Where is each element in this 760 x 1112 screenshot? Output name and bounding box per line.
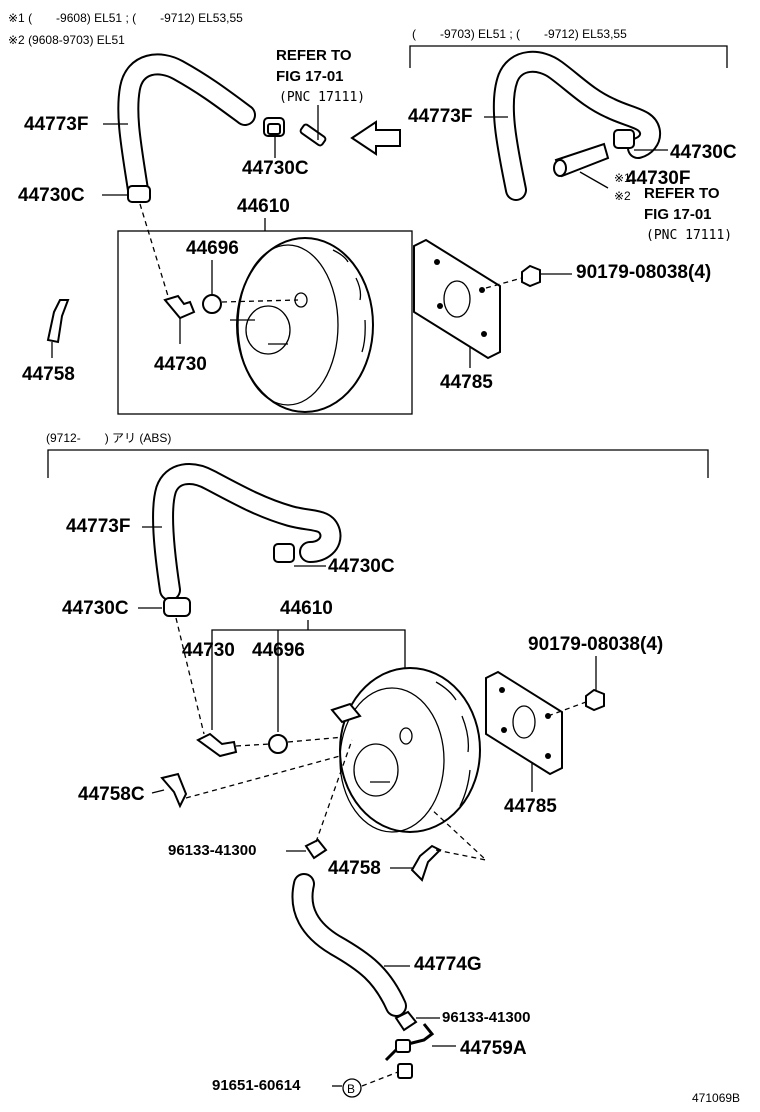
label-44730c-top: 44730C <box>242 158 309 179</box>
note-2: ※2 (9608-9703) EL51 <box>8 33 125 47</box>
check-valve-44730-top <box>163 294 196 320</box>
dashed-line-bracket-44758 <box>429 807 489 862</box>
arrow-left-icon <box>350 120 401 156</box>
label-90179-bottom: 90179-08038(4) <box>528 634 663 655</box>
label-44758-top: 44758 <box>22 364 75 385</box>
pipe-44759a <box>384 1023 435 1079</box>
label-44696-top: 44696 <box>186 238 239 259</box>
joint-44730f <box>553 142 610 178</box>
label-44730c-bottom-left: 44730C <box>62 598 129 619</box>
plate-44785-bottom <box>485 670 563 776</box>
variant-bracket-top <box>409 45 728 68</box>
refer-line2-top: FIG 17-01 <box>276 68 344 85</box>
check-valve-44730-bottom <box>196 732 238 758</box>
dashed-line-bracket-44758c <box>185 755 341 799</box>
clamp-44730c-right <box>613 129 635 149</box>
nut-90179-bottom <box>585 688 605 712</box>
callout-b-circle <box>342 1078 362 1098</box>
label-44610-top: 44610 <box>237 196 290 217</box>
hose-44773f-top-left <box>117 53 256 201</box>
variant-top-right-label: ( -9703) EL51 ; ( -9712) EL53,55 <box>412 27 627 41</box>
refer-line1-right: REFER TO <box>644 185 720 202</box>
label-44730c-right: 44730C <box>670 142 737 163</box>
refer-line1-top: REFER TO <box>276 47 352 64</box>
dashed-line-b <box>361 1071 399 1087</box>
bracket-44758-bottom <box>410 844 442 882</box>
bracket-44758-top <box>46 299 70 344</box>
dashed-line-grommet-top <box>221 299 299 303</box>
booster-box-top <box>117 230 413 415</box>
refer-pnc-top: (PNC 17111) <box>279 90 365 105</box>
label-96133-upper: 96133-41300 <box>168 842 256 859</box>
mark-refer-right: ※2 <box>614 189 631 203</box>
label-44774g: 44774G <box>414 954 482 975</box>
clamp-44730c-top <box>263 117 285 137</box>
label-44730-bottom: 44730 <box>182 640 235 661</box>
label-90179-top: 90179-08038(4) <box>576 262 711 283</box>
clamp-44730c-bottom-left <box>163 597 191 617</box>
bracket-44758c <box>160 772 188 809</box>
label-44773f-bottom: 44773F <box>66 516 130 537</box>
refer-line2-right: FIG 17-01 <box>644 206 712 223</box>
hose-44773f-top-right <box>492 50 662 201</box>
label-44758-bottom: 44758 <box>328 858 381 879</box>
clamp-44730c-left <box>127 185 151 203</box>
dashed-line-hose-to-valve-bottom <box>175 617 205 735</box>
hose-44773f-bottom <box>152 463 342 601</box>
label-44759a: 44759A <box>460 1038 527 1059</box>
label-96133-lower: 96133-41300 <box>442 1009 530 1026</box>
clip-96133-lower <box>394 1010 418 1032</box>
plate-44785-top <box>413 238 501 360</box>
brake-booster-top <box>230 237 374 413</box>
figure-id: 471069B <box>692 1091 740 1105</box>
mark-44730f: ※1 <box>614 171 631 185</box>
label-44758c: 44758C <box>78 784 145 805</box>
leader-44758c <box>151 789 165 794</box>
dashed-line-valve-grommet-bottom <box>235 743 271 747</box>
dashed-line-clip-upper <box>315 739 353 843</box>
clip-96133-upper <box>304 838 328 860</box>
leader-44610-bottom <box>211 620 406 732</box>
clamp-44730c-bottom-right <box>273 543 295 563</box>
label-44773f-right: 44773F <box>408 106 472 127</box>
label-44773f-top: 44773F <box>24 114 88 135</box>
label-44730-top: 44730 <box>154 354 207 375</box>
dashed-line-nut-top <box>485 277 523 289</box>
refer-pnc-right: (PNC 17111) <box>646 228 732 243</box>
label-91651: 91651-60614 <box>212 1077 301 1094</box>
callout-b-letter: B <box>347 1082 355 1096</box>
brake-booster-bottom <box>330 667 481 833</box>
nut-90179-top <box>521 264 541 288</box>
label-44730c-left: 44730C <box>18 185 85 206</box>
grommet-44696-bottom <box>268 734 288 754</box>
label-44610-bottom: 44610 <box>280 598 333 619</box>
dashed-line-hose-to-valve <box>139 203 169 297</box>
label-44696-bottom: 44696 <box>252 640 305 661</box>
note-1: ※1 ( -9608) EL51 ; ( -9712) EL53,55 <box>8 11 243 25</box>
hose-44774g <box>291 873 407 1017</box>
leader-44730f <box>579 171 609 189</box>
fitting-check-valve-top <box>299 123 327 147</box>
label-44785-top: 44785 <box>440 372 493 393</box>
variant-bracket-bottom <box>47 449 709 478</box>
variant-bottom-label: (9712- ) アリ (ABS) <box>46 431 171 445</box>
dashed-line-nut-bottom <box>547 701 587 717</box>
label-44730f: 44730F <box>626 168 690 189</box>
label-44785-bottom: 44785 <box>504 796 557 817</box>
grommet-44696-top <box>202 294 222 314</box>
label-44730c-bottom-right: 44730C <box>328 556 395 577</box>
